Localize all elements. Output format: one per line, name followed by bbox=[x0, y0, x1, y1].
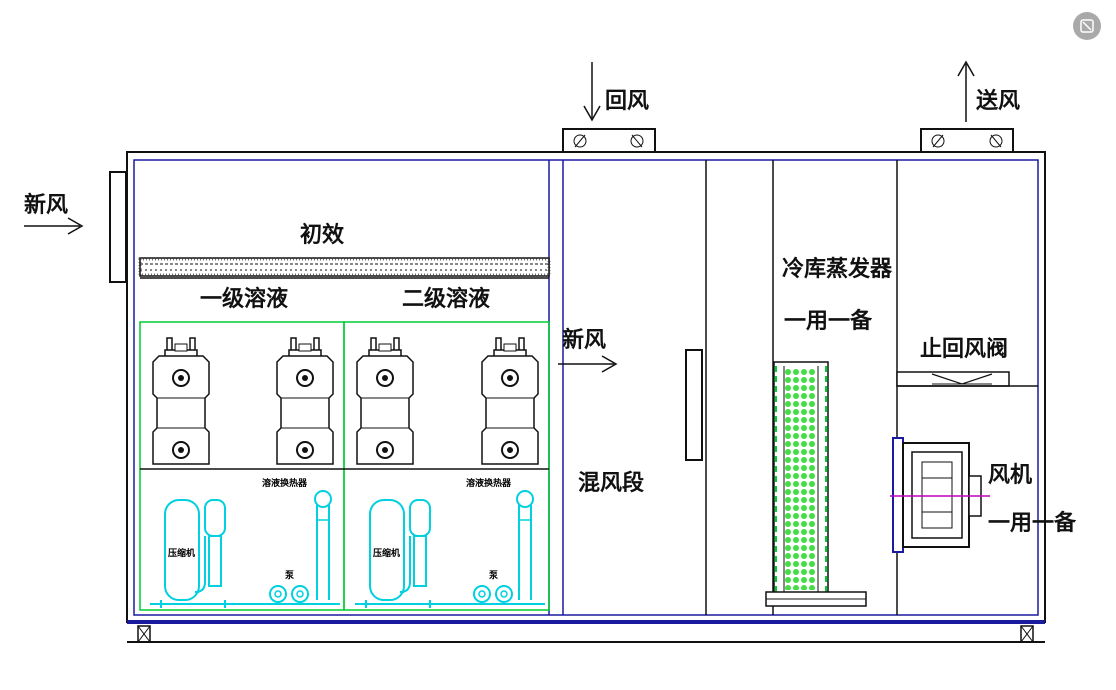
pump-2-label: 泵 bbox=[489, 570, 499, 581]
image-icon bbox=[1080, 19, 1094, 33]
stage2-solution-label: 二级溶液 bbox=[402, 286, 490, 312]
mixing-section: 新风 混风段 bbox=[558, 327, 703, 496]
prefilter-label: 初效 bbox=[300, 222, 344, 248]
fan-label: 风机 bbox=[988, 462, 1032, 488]
supply-air-label: 送风 bbox=[976, 88, 1020, 114]
compressor-1-label: 压缩机 bbox=[168, 547, 195, 559]
pump-1-label: 泵 bbox=[285, 570, 295, 581]
fresh-air-internal-label: 新风 bbox=[562, 327, 606, 353]
evaporator: 冷库蒸发器 一用一备 bbox=[765, 256, 893, 607]
stage2-lower-equipment: 压缩机 溶液换热器 泵 bbox=[355, 477, 545, 609]
fan-redundancy-label: 一用一备 bbox=[988, 510, 1077, 536]
solution-module-1a bbox=[152, 337, 210, 465]
heat-exchanger-2-label: 溶液换热器 bbox=[466, 477, 512, 489]
image-icon-button[interactable] bbox=[1073, 12, 1101, 40]
solution-module-1b bbox=[276, 337, 334, 465]
fresh-air-inlet: 新风 bbox=[24, 171, 127, 283]
check-damper-label: 止回风阀 bbox=[920, 336, 1008, 362]
return-air-label: 回风 bbox=[605, 88, 649, 114]
evaporator-redundancy-label: 一用一备 bbox=[784, 308, 873, 334]
solution-module-2a bbox=[356, 337, 414, 465]
unit-casing bbox=[126, 151, 1046, 643]
check-damper: 止回风阀 bbox=[896, 336, 1038, 387]
heat-exchanger-1-label: 溶液换热器 bbox=[262, 477, 308, 489]
return-air-connection: 回风 bbox=[562, 62, 656, 153]
prefilter: 初效 bbox=[138, 222, 551, 277]
solution-module-2b bbox=[481, 337, 539, 465]
evaporator-label: 冷库蒸发器 bbox=[782, 256, 893, 282]
compressor-2-label: 压缩机 bbox=[373, 547, 400, 559]
stage1-solution-label: 一级溶液 bbox=[200, 286, 288, 312]
stage1-lower-equipment: 压缩机 溶液换热器 泵 bbox=[150, 477, 340, 609]
fan: 风机 一用一备 bbox=[890, 437, 1077, 553]
mixing-section-label: 混风段 bbox=[578, 470, 644, 496]
equipment-frames bbox=[139, 321, 550, 611]
supply-air-connection: 送风 bbox=[920, 60, 1020, 153]
fresh-air-inlet-label: 新风 bbox=[24, 192, 68, 218]
